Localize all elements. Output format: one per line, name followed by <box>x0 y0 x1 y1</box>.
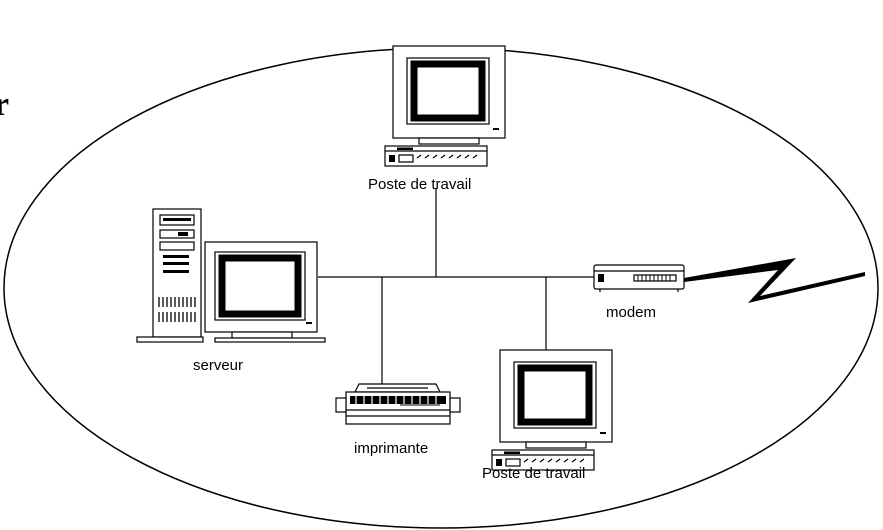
server-tower-icon <box>136 208 204 343</box>
modem: modem <box>593 264 685 321</box>
modem-icon <box>593 264 685 292</box>
workstation-top-label: Poste de travail <box>368 176 471 193</box>
modem-label: modem <box>606 304 656 321</box>
edge-letter: r <box>0 86 9 123</box>
lightning-bolt-icon <box>684 258 865 303</box>
server: serveur <box>136 208 326 374</box>
workstation-bottom: Poste de travail <box>482 350 612 482</box>
workstation-icon <box>492 350 612 470</box>
printer-icon <box>335 383 461 425</box>
printer: imprimante <box>335 383 461 457</box>
printer-label: imprimante <box>354 440 428 457</box>
workstation-bottom-label: Poste de travail <box>482 465 585 482</box>
server-monitor <box>204 241 326 343</box>
network-cables <box>318 188 596 385</box>
server-label: serveur <box>193 357 243 374</box>
workstation-top: Poste de travail <box>368 46 505 193</box>
workstation-icon <box>385 46 505 166</box>
